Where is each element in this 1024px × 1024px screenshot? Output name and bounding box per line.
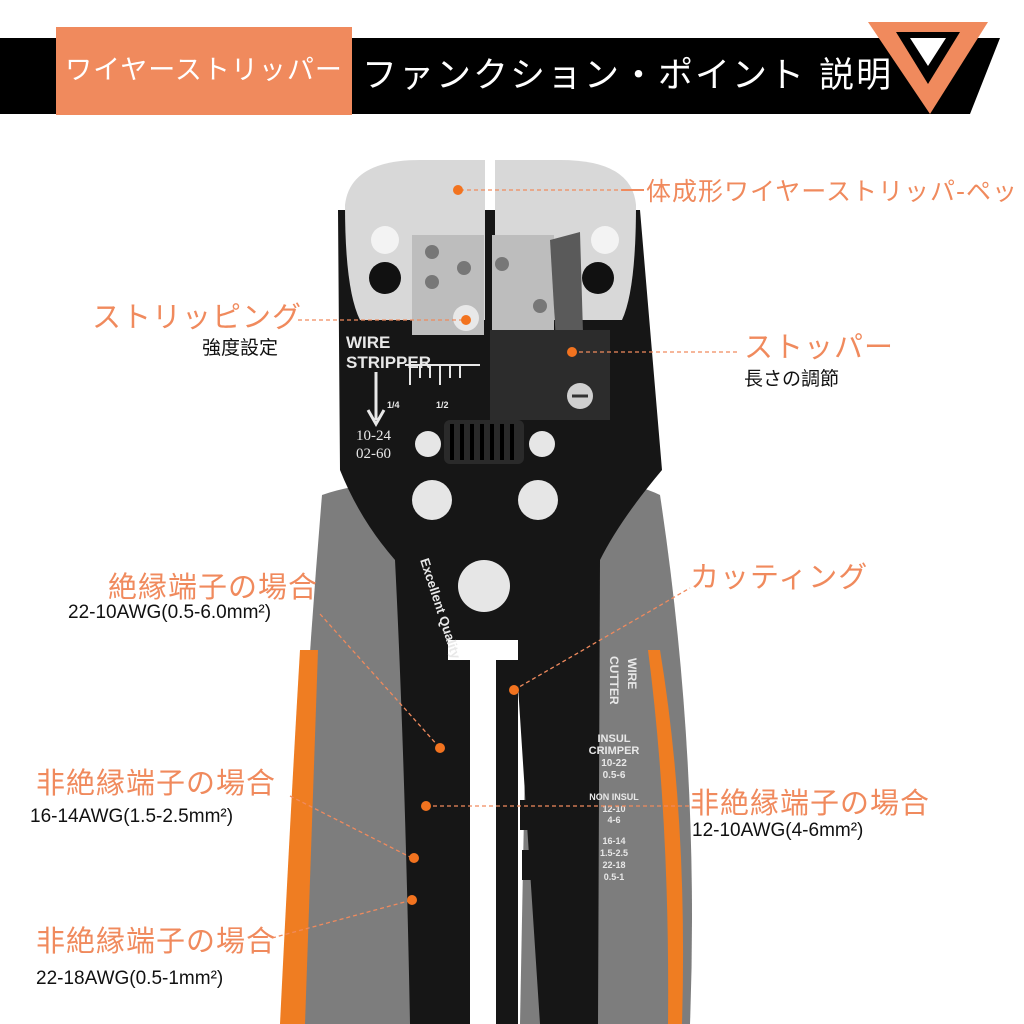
engraving-non2: 12-10 (602, 804, 625, 814)
left-handle-orange (280, 650, 318, 1024)
engraving-frac1: 1/4 (387, 400, 400, 410)
engraving-g4: 0.5-1 (604, 872, 625, 882)
engraving-wire: WIRE (346, 333, 390, 352)
right-handle-orange (648, 650, 684, 1024)
callout-noninsul2-spec: 12-10AWG(4-6mm²) (692, 820, 864, 841)
callout-strip-sub: 強度設定 (202, 337, 279, 359)
engraving-non1: NON INSUL (589, 792, 639, 802)
callout-insulated-title: 絶縁端子の場合 (108, 570, 319, 604)
engraving-gauge2: 02-60 (356, 446, 391, 462)
engraving-g1: 16-14 (602, 836, 625, 846)
callout-dots (407, 185, 577, 905)
callout-stopper-title: ストッパー (744, 330, 895, 364)
banner-tag: ワイヤーストリッパー (56, 27, 352, 115)
rivets (412, 431, 558, 612)
callout-noninsul1-spec: 16-14AWG(1.5-2.5mm²) (30, 806, 234, 827)
callout-noninsul3-title: 非絶縁端子の場合 (36, 924, 277, 958)
brand-logo-icon (868, 22, 988, 114)
callout-noninsul2-title: 非絶縁端子の場合 (690, 786, 931, 820)
engraving-non3: 4-6 (607, 815, 620, 825)
engraving-cutter1: WIRE (625, 658, 639, 689)
engraving-insul3: 10-22 (601, 758, 627, 769)
engraving-insul4: 0.5-6 (603, 770, 626, 781)
callout-strip-title: ストリッピング (92, 300, 303, 334)
engraving-stripper: STRIPPER (346, 353, 431, 372)
callout-stopper-sub: 長さの調節 (744, 368, 840, 390)
callout-noninsul1-title: 非絶縁端子の場合 (36, 766, 277, 800)
engraving-gauge1: 10-24 (356, 428, 391, 444)
banner-title: ファンクション・ポイント 説明 (362, 56, 894, 96)
callout-cutting-title: カッティング (690, 560, 869, 594)
engraving-frac2: 1/2 (436, 400, 449, 410)
callout-pad-title: 一体成形ワイヤーストリッパ-ペッド (620, 177, 1024, 206)
engraving-cutter2: CUTTER (607, 656, 621, 705)
engraving-g3: 22-18 (602, 860, 625, 870)
engraving-insul2: CRIMPER (589, 745, 640, 757)
callout-noninsul3-spec: 22-18AWG(0.5-1mm²) (36, 968, 224, 989)
spring (444, 420, 524, 464)
engraving-insul1: INSUL (598, 733, 631, 745)
callout-lines (271, 189, 738, 939)
callout-insulated-spec: 22-10AWG(0.5-6.0mm²) (68, 602, 272, 623)
engraving-g2: 1.5-2.5 (600, 848, 628, 858)
